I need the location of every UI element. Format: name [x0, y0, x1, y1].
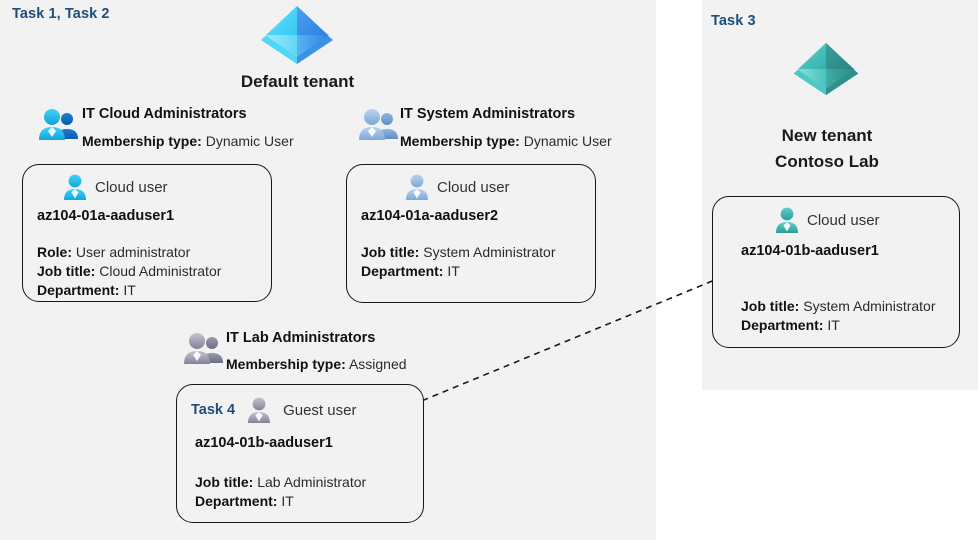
group-membership-it-cloud-administrators: Membership type: Dynamic User	[82, 133, 294, 149]
attribute-label: Job title:	[361, 244, 420, 260]
attribute-label: Job title:	[37, 263, 96, 279]
card-user-type-label: Cloud user	[807, 211, 880, 229]
attribute-value: IT	[827, 317, 840, 333]
membership-type-value: Dynamic User	[205, 133, 294, 149]
task-label-1-2: Task 1, Task 2	[12, 6, 110, 22]
guest-user-icon	[248, 397, 271, 423]
cloud-user-icon	[776, 207, 798, 233]
card-attributes: Job title: System Administrator Departme…	[361, 243, 556, 281]
group-membership-it-lab-administrators: Membership type: Assigned	[226, 356, 407, 372]
attribute-row: Department: IT	[741, 316, 936, 335]
user-card-az104-01a-aaduser2[interactable]: Cloud user az104-01a-aaduser2 Job title:…	[346, 164, 596, 303]
attribute-row: Job title: Lab Administrator	[195, 473, 366, 492]
attribute-label: Department:	[37, 282, 120, 298]
attribute-value: System Administrator	[803, 298, 936, 314]
card-user-type-row: Cloud user	[403, 173, 510, 201]
card-upn: az104-01b-aaduser1	[741, 243, 879, 259]
group-users-icon	[359, 109, 398, 140]
attribute-label: Job title:	[741, 298, 800, 314]
group-membership-it-system-administrators: Membership type: Dynamic User	[400, 133, 612, 149]
card-user-type-label: Guest user	[283, 401, 357, 419]
attribute-value: IT	[447, 263, 460, 279]
membership-type-label: Membership type:	[82, 133, 202, 149]
attribute-label: Role:	[37, 244, 72, 260]
attribute-label: Job title:	[195, 474, 254, 490]
card-user-type-row: Cloud user	[61, 173, 168, 201]
azure-ad-tenant-icon	[261, 6, 333, 64]
attribute-row: Job title: Cloud Administrator	[37, 262, 221, 281]
group-title-it-system-administrators: IT System Administrators	[400, 106, 576, 122]
attribute-value: User administrator	[75, 244, 191, 260]
card-upn: az104-01a-aaduser2	[361, 208, 499, 224]
attribute-row: Job title: System Administrator	[741, 297, 936, 316]
user-card-az104-01b-aaduser1-cloud[interactable]: Cloud user az104-01b-aaduser1 Job title:…	[712, 196, 960, 348]
group-title-it-lab-administrators: IT Lab Administrators	[226, 330, 376, 346]
new-tenant-name-line2: Contoso Lab	[775, 152, 879, 171]
group-users-icon	[184, 333, 223, 364]
attribute-label: Department:	[195, 493, 278, 509]
user-card-az104-01b-aaduser1-guest[interactable]: Task 4 Guest user az104-01b-aaduser1 Job…	[176, 384, 424, 523]
azure-ad-tenant-icon	[793, 42, 859, 96]
membership-type-label: Membership type:	[400, 133, 520, 149]
attribute-row: Role: User administrator	[37, 243, 221, 262]
card-upn: az104-01b-aaduser1	[195, 435, 333, 451]
task-label-4: Task 4	[191, 402, 236, 418]
attribute-value: IT	[123, 282, 136, 298]
attribute-row: Department: IT	[361, 262, 556, 281]
attribute-value: Cloud Administrator	[99, 263, 222, 279]
attribute-row: Department: IT	[195, 492, 366, 511]
card-user-type-label: Cloud user	[95, 178, 168, 196]
cloud-user-icon	[406, 174, 428, 200]
membership-type-value: Assigned	[348, 356, 407, 372]
card-user-type-label: Cloud user	[437, 178, 510, 196]
task-label-3: Task 3	[711, 13, 756, 29]
cloud-user-icon	[64, 174, 86, 200]
attribute-row: Job title: System Administrator	[361, 243, 556, 262]
card-upn: az104-01a-aaduser1	[37, 208, 175, 224]
attribute-value: System Administrator	[423, 244, 556, 260]
attribute-value: IT	[281, 493, 294, 509]
attribute-value: Lab Administrator	[257, 474, 367, 490]
card-user-type-row: Cloud user	[773, 206, 880, 234]
default-tenant-name: Default tenant	[240, 72, 355, 91]
attribute-row: Department: IT	[37, 281, 221, 300]
group-users-icon	[39, 109, 78, 140]
card-attributes: Job title: Lab Administrator Department:…	[195, 473, 366, 511]
attribute-label: Department:	[361, 263, 444, 279]
card-attributes: Job title: System Administrator Departme…	[741, 297, 936, 335]
membership-type-value: Dynamic User	[523, 133, 612, 149]
user-card-az104-01a-aaduser1[interactable]: Cloud user az104-01a-aaduser1 Role: User…	[22, 164, 272, 302]
group-title-it-cloud-administrators: IT Cloud Administrators	[82, 106, 247, 122]
membership-type-label: Membership type:	[226, 356, 346, 372]
new-tenant-name-line1: New tenant	[781, 126, 873, 145]
card-user-type-row: Task 4 Guest user	[191, 396, 356, 424]
card-attributes: Role: User administrator Job title: Clou…	[37, 243, 221, 300]
attribute-label: Department:	[741, 317, 824, 333]
